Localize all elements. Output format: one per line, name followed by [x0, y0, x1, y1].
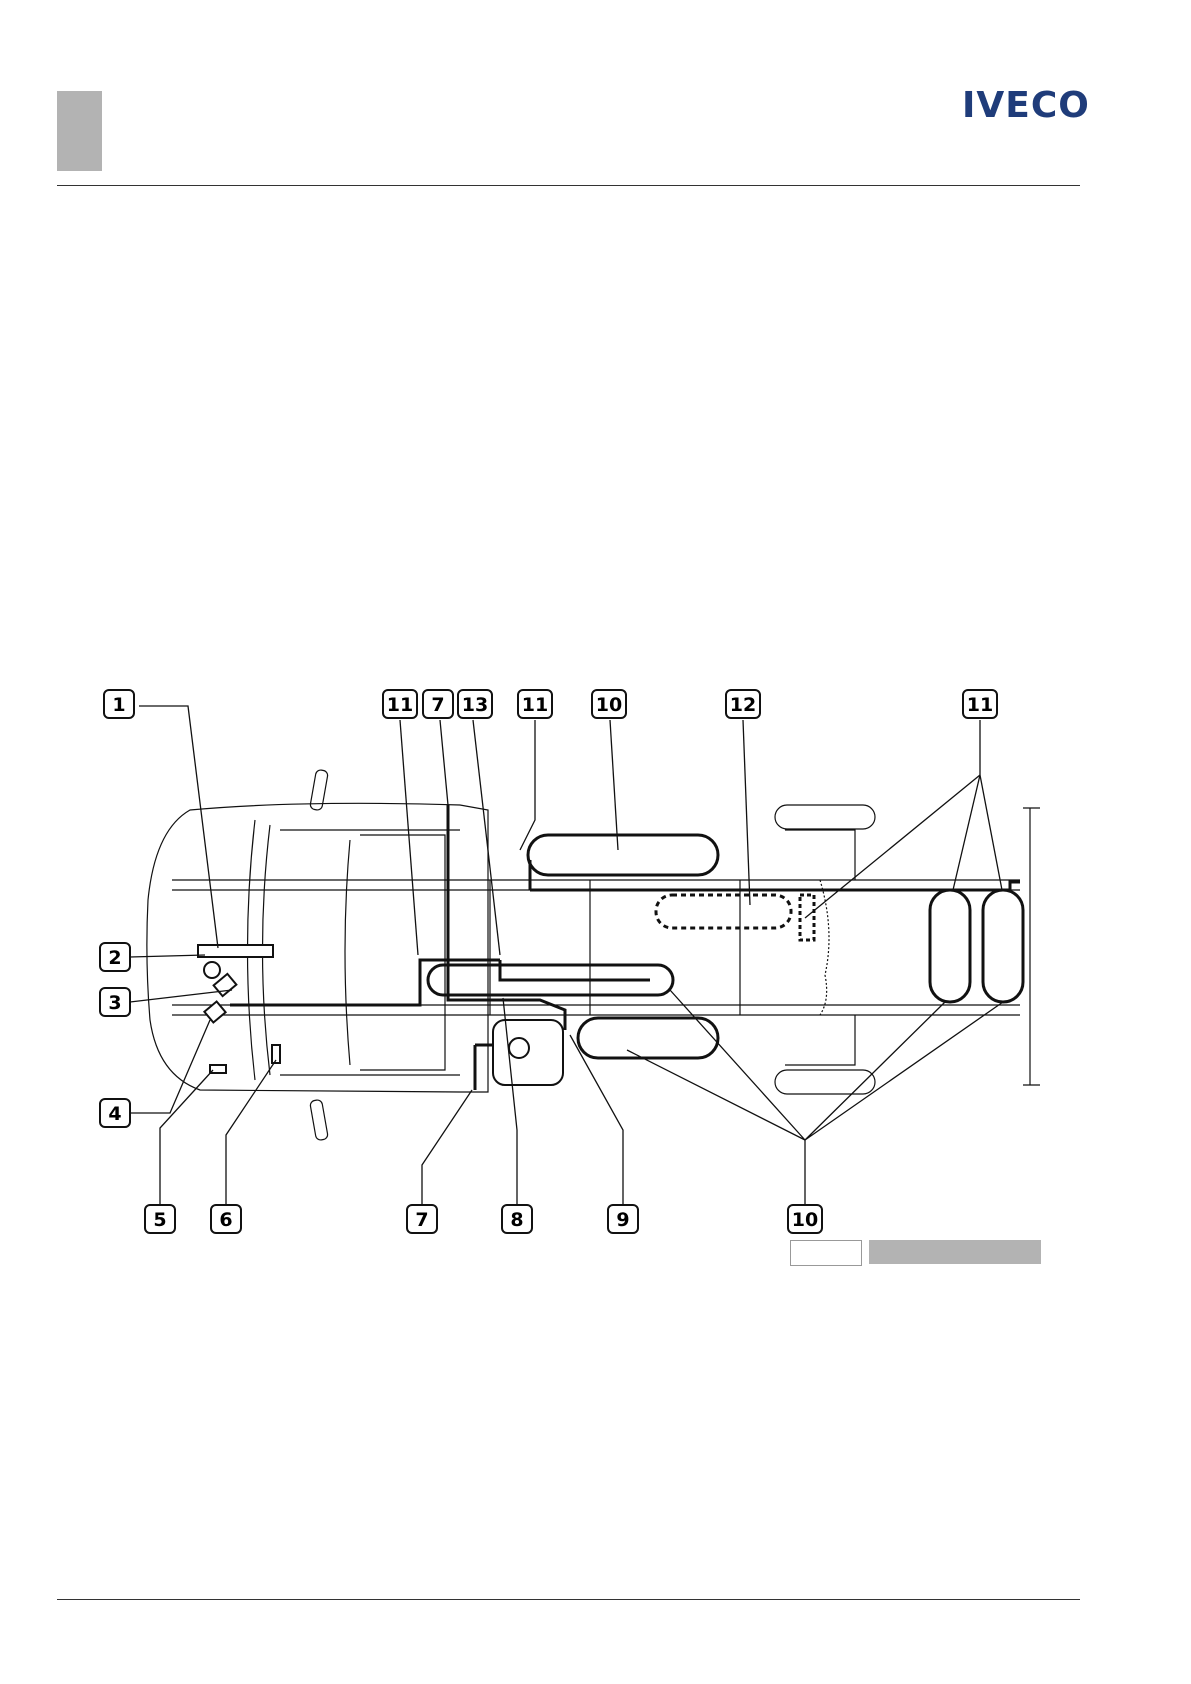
- callout-11c: 11: [963, 690, 997, 718]
- svg-text:9: 9: [616, 1209, 629, 1231]
- callout-1: 1: [104, 690, 134, 718]
- svg-text:4: 4: [108, 1103, 121, 1125]
- svg-text:7: 7: [431, 694, 444, 716]
- callout-9: 9: [608, 1205, 638, 1233]
- figure-reference-bar: [869, 1240, 1041, 1264]
- callout-6: 6: [211, 1205, 241, 1233]
- svg-text:11: 11: [522, 694, 548, 716]
- callout-8: 8: [502, 1205, 532, 1233]
- callout-7b: 7: [407, 1205, 437, 1233]
- callout-3: 3: [100, 988, 130, 1016]
- figure-reference-box: [790, 1240, 862, 1266]
- svg-text:6: 6: [219, 1209, 232, 1231]
- callout-labels: 1 11 7 13 11 10 12 11 2 3 4 5 6 7 8 9 10: [100, 690, 997, 1233]
- footer-rule: [57, 1599, 1080, 1600]
- svg-text:1: 1: [112, 694, 125, 716]
- svg-text:3: 3: [108, 992, 121, 1014]
- callout-5: 5: [145, 1205, 175, 1233]
- cylinder-hidden: [656, 895, 791, 928]
- svg-text:10: 10: [596, 694, 622, 716]
- callout-13: 13: [458, 690, 492, 718]
- svg-text:8: 8: [510, 1209, 523, 1231]
- callout-10b: 10: [788, 1205, 822, 1233]
- callout-11a: 11: [383, 690, 417, 718]
- svg-text:11: 11: [387, 694, 413, 716]
- cylinder-upper: [528, 835, 718, 875]
- cylinder-vertical-2: [983, 890, 1023, 1002]
- svg-text:11: 11: [967, 694, 993, 716]
- callout-10a: 10: [592, 690, 626, 718]
- cylinder-vertical-1: [930, 890, 970, 1002]
- svg-text:7: 7: [415, 1209, 428, 1231]
- cylinder-lower: [578, 1018, 718, 1058]
- svg-text:13: 13: [462, 694, 488, 716]
- callout-12: 12: [726, 690, 760, 718]
- callout-2: 2: [100, 943, 130, 971]
- callout-11b: 11: [518, 690, 552, 718]
- vehicle-outline: [147, 769, 1040, 1140]
- callout-4: 4: [100, 1099, 130, 1127]
- svg-text:12: 12: [730, 694, 756, 716]
- svg-text:10: 10: [792, 1209, 818, 1231]
- callout-7a: 7: [423, 690, 453, 718]
- svg-text:5: 5: [153, 1209, 166, 1231]
- svg-text:2: 2: [108, 947, 121, 969]
